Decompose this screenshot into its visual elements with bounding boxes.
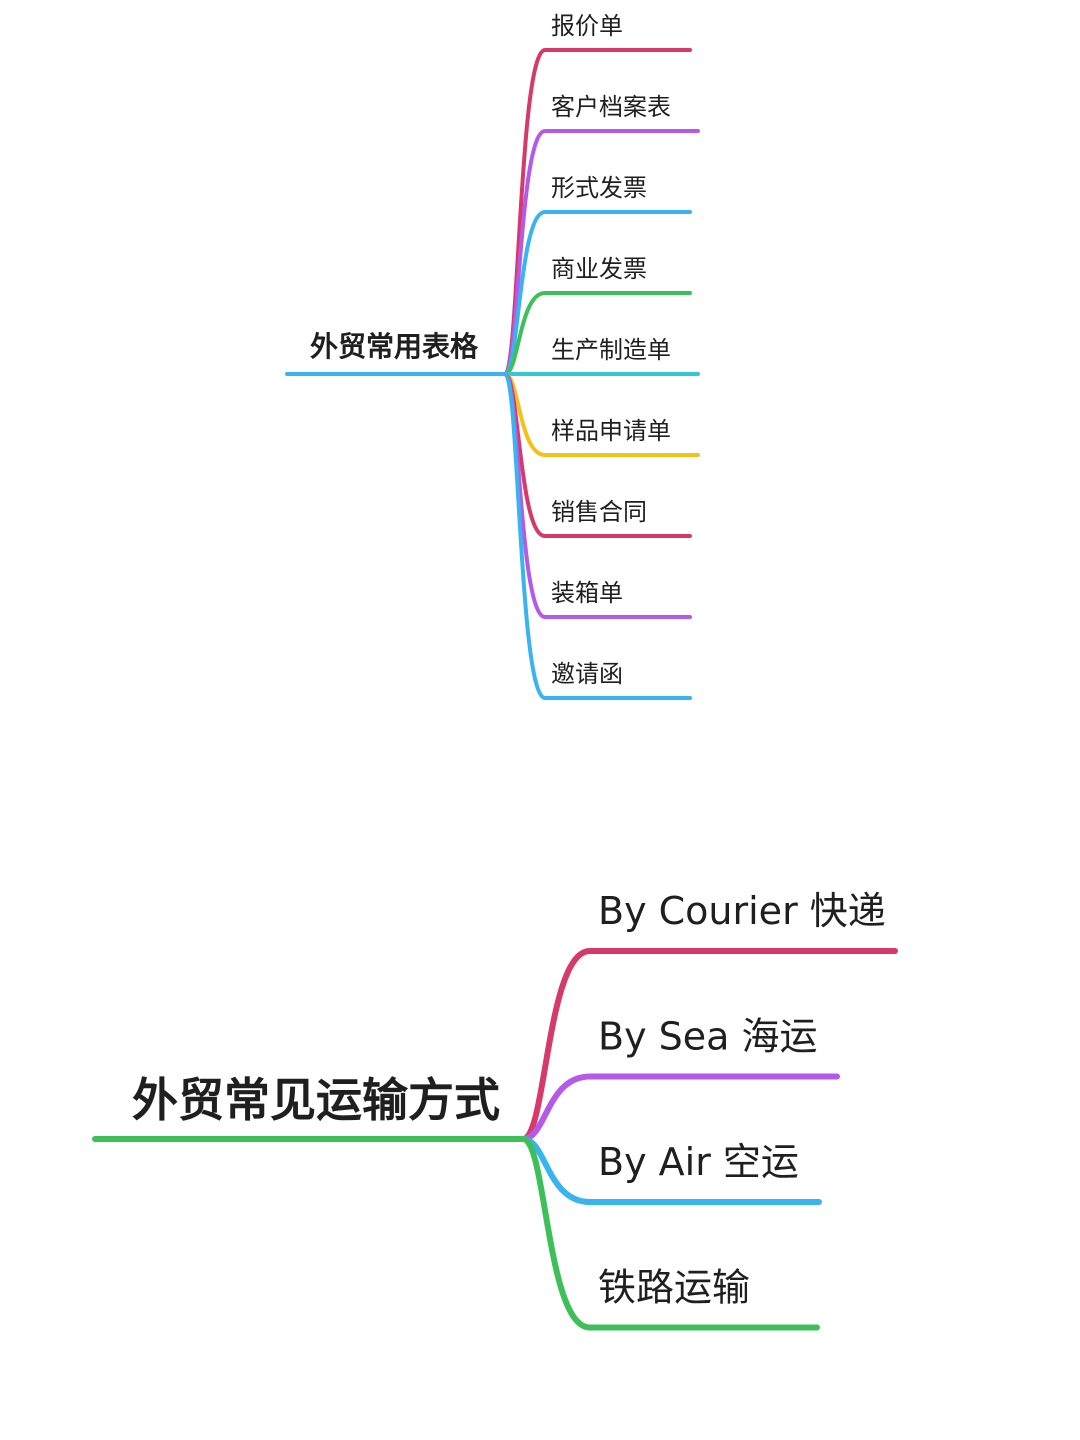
- branch-label: 邀请函: [551, 660, 623, 688]
- branch-connector: [520, 948, 898, 1142]
- branch-label: 装箱单: [551, 579, 623, 607]
- branch-label: By Courier 快递: [598, 889, 886, 933]
- branch-label: 铁路运输: [598, 1266, 750, 1310]
- branch-label: 形式发票: [551, 174, 647, 202]
- branch-connector: [520, 1136, 820, 1331]
- branch-connector: [503, 372, 692, 700]
- branch-label: 报价单: [551, 12, 623, 40]
- branch-connector: [520, 1073, 840, 1142]
- branch-label: By Air 空运: [598, 1140, 799, 1184]
- branch-label: By Sea 海运: [598, 1015, 818, 1059]
- branch-label: 商业发票: [551, 255, 647, 283]
- branch-label: 样品申请单: [551, 417, 671, 445]
- branch-connector: [503, 291, 692, 376]
- branch-label: 生产制造单: [551, 336, 671, 364]
- branch-label: 销售合同: [551, 498, 647, 526]
- mindmap-transport-root-label: 外贸常见运输方式: [132, 1073, 500, 1127]
- branch-label: 客户档案表: [551, 93, 671, 121]
- mindmap-forms-root-label: 外贸常用表格: [310, 330, 479, 363]
